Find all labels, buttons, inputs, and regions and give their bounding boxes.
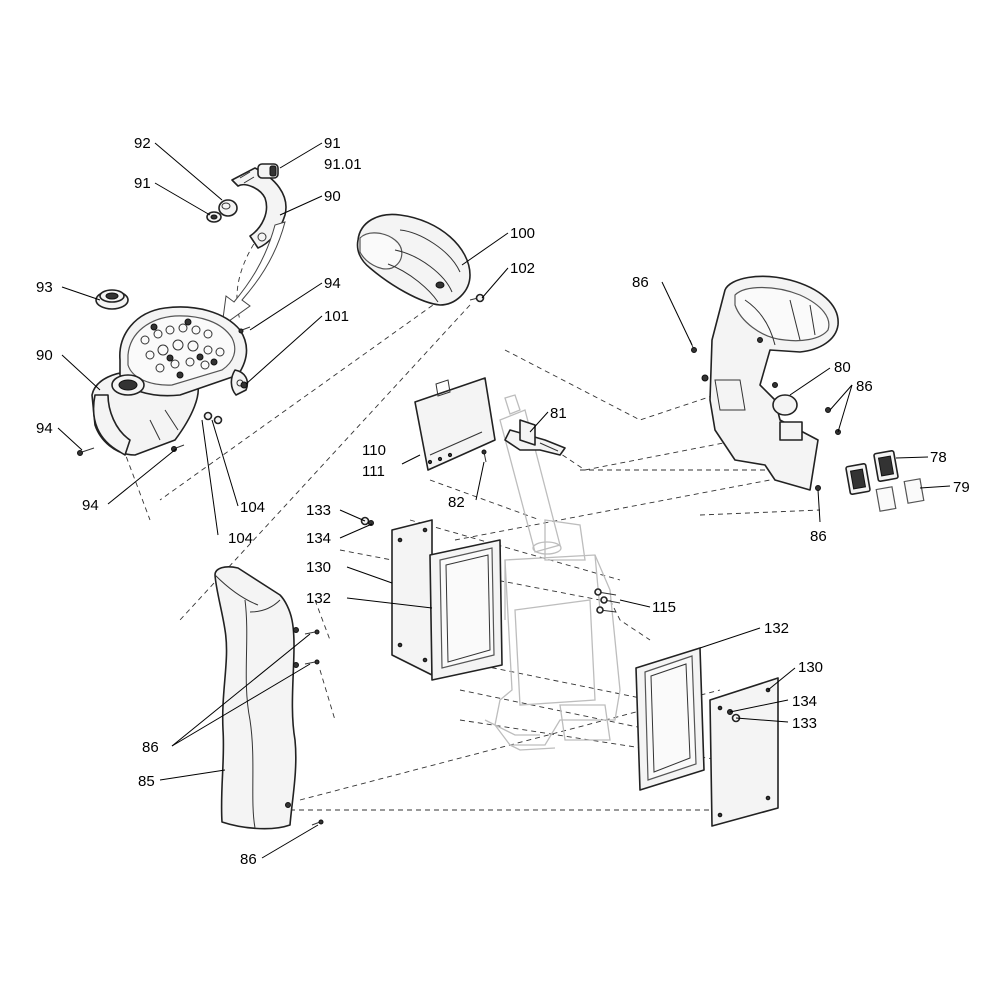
plate-110 xyxy=(414,377,496,471)
callout-91: 91 xyxy=(324,135,341,152)
callout-85: 85 xyxy=(138,773,155,790)
switches-78 xyxy=(845,449,899,496)
callout-130-right: 130 xyxy=(798,659,823,676)
leader-lines xyxy=(57,142,951,859)
plate-130-left xyxy=(391,519,433,676)
callout-133-left: 133 xyxy=(306,502,331,519)
callout-132-right: 132 xyxy=(764,620,789,637)
callout-115: 115 xyxy=(652,599,676,616)
callout-94-bottom: 94 xyxy=(82,497,99,514)
callout-86-rear-bottom: 86 xyxy=(810,528,827,545)
callout-110: 110 xyxy=(362,442,386,459)
callout-86-rear-right: 86 xyxy=(856,378,873,395)
callout-132-left: 132 xyxy=(306,590,331,607)
callout-130-left: 130 xyxy=(306,559,331,576)
assembly-arrow xyxy=(221,221,286,328)
fasteners-133-134-left xyxy=(360,516,374,526)
knob-92 xyxy=(218,199,238,217)
bolts-115 xyxy=(594,588,621,614)
panel-screws xyxy=(77,293,485,456)
front-cover-85 xyxy=(214,566,299,830)
callout-91-01: 91.01 xyxy=(324,156,362,173)
rear-cover-80 xyxy=(701,275,839,491)
cover-100 xyxy=(356,213,471,306)
callout-82: 82 xyxy=(448,494,465,511)
callout-80: 80 xyxy=(834,359,851,376)
callout-100: 100 xyxy=(510,225,535,242)
callout-79: 79 xyxy=(953,479,970,496)
control-panel-90 xyxy=(91,306,249,456)
callout-90-panel: 90 xyxy=(36,347,53,364)
callout-102: 102 xyxy=(510,260,535,277)
washer-91 xyxy=(206,211,222,223)
bracket-81 xyxy=(504,419,566,456)
callout-93: 93 xyxy=(36,279,53,296)
pedestal-frame xyxy=(484,394,621,751)
callout-104-b: 104 xyxy=(228,530,253,547)
callout-90-bracket: 90 xyxy=(324,188,341,205)
knob-91 xyxy=(257,163,279,179)
callout-92: 92 xyxy=(134,135,151,152)
callout-94-left: 94 xyxy=(36,420,53,437)
callout-111: 111 xyxy=(362,463,385,480)
plate-130-right xyxy=(709,677,779,827)
grommet-93 xyxy=(95,289,129,310)
callout-134-left: 134 xyxy=(306,530,331,547)
callout-81: 81 xyxy=(550,405,567,422)
gasket-132-left xyxy=(429,539,503,681)
front-cover-screws-86 xyxy=(304,629,324,826)
callout-91-washer: 91 xyxy=(134,175,151,192)
callout-134-right: 134 xyxy=(792,693,817,710)
callout-86-front: 86 xyxy=(142,739,159,756)
callout-94-top: 94 xyxy=(324,275,341,292)
callout-101: 101 xyxy=(324,308,349,325)
gasket-132-right xyxy=(635,647,705,791)
callout-78: 78 xyxy=(930,449,947,466)
callout-86-rear-top: 86 xyxy=(632,274,649,291)
callout-86-front-bottom: 86 xyxy=(240,851,257,868)
screw-82 xyxy=(481,449,487,463)
callout-133-right: 133 xyxy=(792,715,817,732)
callout-104-a: 104 xyxy=(240,499,265,516)
switch-covers-79 xyxy=(875,478,925,512)
top-bracket-90 xyxy=(231,167,287,249)
fasteners-133-134-right xyxy=(727,709,741,723)
callout-labels: 92 91 91.01 91 90 100 102 93 94 101 90 9… xyxy=(36,135,970,868)
